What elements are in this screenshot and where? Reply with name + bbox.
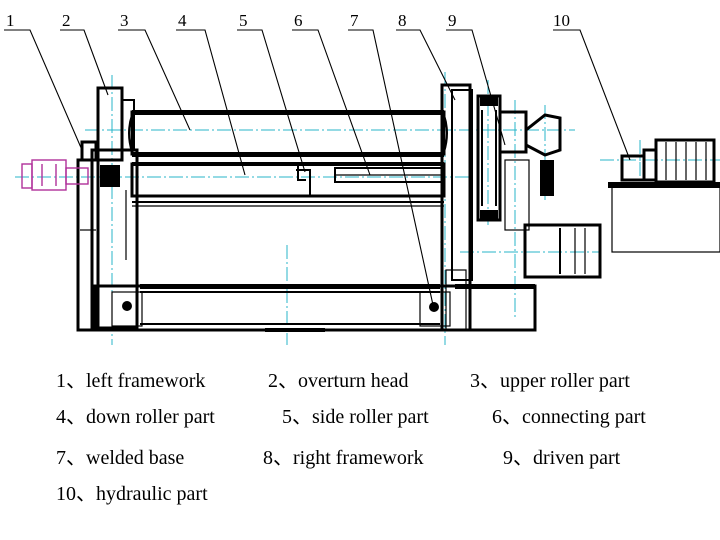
- legend-item-upper-roller-part: 3、upper roller part: [470, 370, 630, 392]
- callout-leaders: [4, 29, 631, 306]
- callout-9: 9: [448, 11, 457, 30]
- side-roller: [296, 166, 311, 197]
- callout-3: 3: [120, 11, 129, 30]
- connecting-part: [334, 167, 444, 183]
- hydraulic-part: [608, 138, 720, 253]
- callout-numbers: 1 2 3 4 5 6 7 8 9 10: [6, 11, 570, 30]
- machine-drawing: 1 2 3 4 5 6 7 8 9 10: [4, 11, 720, 345]
- driven-part: [476, 94, 602, 279]
- callout-10: 10: [553, 11, 570, 30]
- upper-roller: [128, 110, 448, 157]
- callout-8: 8: [398, 11, 407, 30]
- legend-item-overturn-head: 2、overturn head: [268, 370, 409, 392]
- legend-item-hydraulic-part: 10、hydraulic part: [56, 483, 208, 505]
- callout-6: 6: [294, 11, 303, 30]
- left-framework: [76, 140, 139, 332]
- welded-base: [93, 284, 537, 332]
- legend-item-welded-base: 7、welded base: [56, 447, 185, 469]
- legend-item-left-framework: 1、left framework: [56, 370, 206, 392]
- legend-item-side-roller-part: 5、side roller part: [282, 406, 429, 428]
- callout-7: 7: [350, 11, 359, 30]
- parts-legend: 1、left framework 2、overturn head 3、upper…: [0, 360, 720, 530]
- callout-4: 4: [178, 11, 187, 30]
- legend-item-connecting-part: 6、connecting part: [492, 406, 646, 428]
- callout-1: 1: [6, 11, 15, 30]
- callout-2: 2: [62, 11, 71, 30]
- right-framework: [440, 83, 473, 332]
- callout-5: 5: [239, 11, 248, 30]
- overturn-cylinder: [21, 159, 89, 191]
- overturn-head: [96, 86, 135, 187]
- legend-item-down-roller-part: 4、down roller part: [56, 406, 215, 428]
- legend-item-right-framework: 8、right framework: [263, 447, 424, 469]
- legend-item-driven-part: 9、driven part: [503, 447, 621, 469]
